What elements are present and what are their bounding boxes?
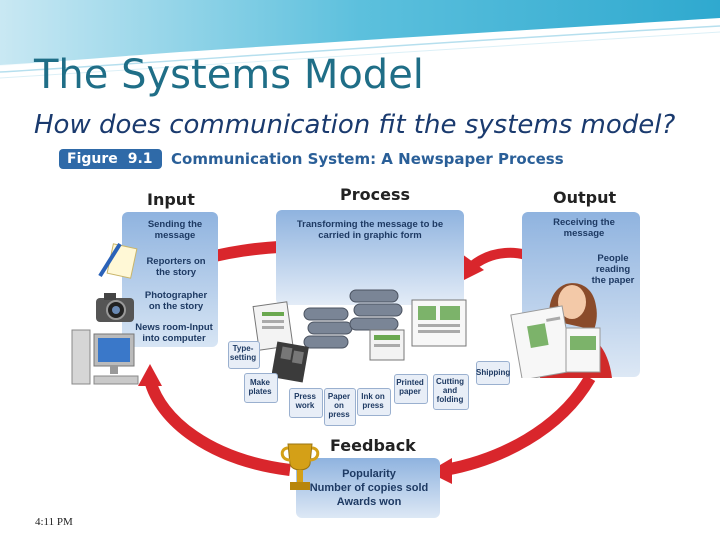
figure-title: Communication System: A Newspaper Proces… (171, 150, 564, 168)
figure-badge-word: Figure (67, 151, 118, 167)
label-box-presswork (289, 388, 323, 418)
header-decoration (0, 0, 720, 79)
feedback-item-awards: Awards won (336, 496, 402, 508)
slide-title: The Systems Model (34, 52, 424, 98)
process-panel (276, 210, 464, 305)
label-box-inkonpress (357, 388, 391, 416)
computer-icon (71, 329, 139, 385)
pen-paper-icon (98, 242, 138, 279)
figure-badge-number: 9.1 (127, 151, 153, 167)
label-box-paperonpress (324, 388, 356, 426)
arrow-head-to-input (138, 364, 162, 386)
input-item-reporters: Reporters on the story (146, 256, 206, 278)
input-panel (122, 212, 218, 347)
label-box-makeplates (244, 373, 278, 403)
input-item-sending: Sending the message (147, 219, 203, 241)
input-item-photographer: Photographer on the story (144, 290, 208, 312)
label-box-typesetting (228, 341, 260, 369)
feedback-item-copies: Number of copies sold (309, 482, 429, 494)
process-label-makeplates: Make plates (248, 378, 272, 396)
arrow-head-to-feedback (428, 458, 452, 484)
process-label-cuttingfolding: Cutting and folding (436, 377, 464, 404)
feedback-heading: Feedback (330, 436, 416, 455)
feedback-item-popularity: Popularity (342, 468, 396, 480)
process-label-typesetting: Type-setting (229, 344, 257, 362)
slide-timestamp: 4:11 PM (35, 516, 73, 528)
process-label-shipping: Shipping (476, 368, 511, 377)
process-description: Transforming the message to be carried i… (296, 219, 444, 241)
input-item-newsroom: News room-Input into computer (135, 322, 213, 344)
input-heading: Input (147, 190, 195, 209)
label-box-shipping (476, 361, 510, 385)
process-label-inkonpress: Ink on press (361, 392, 385, 410)
camera-icon (96, 293, 134, 322)
slide-subtitle: How does communication fit the systems m… (34, 110, 676, 140)
label-box-printedpaper (394, 374, 428, 404)
process-label-presswork: Press work (294, 392, 316, 410)
trophy-icon (280, 443, 320, 490)
process-label-paperonpress: Paper on press (327, 392, 351, 419)
process-label-printedpaper: Printed paper (396, 378, 424, 396)
figure-badge: Figure 9.1 (59, 149, 162, 169)
output-heading: Output (553, 188, 617, 207)
plates-icon (272, 341, 309, 383)
label-box-cuttingfolding (433, 374, 469, 410)
person-reading-icon (510, 283, 612, 378)
output-item-receiving: Receiving the message (553, 217, 615, 239)
process-heading: Process (340, 185, 410, 204)
printing-press-icon (252, 289, 467, 361)
feedback-panel (296, 458, 440, 518)
output-item-people: People reading the paper (591, 253, 635, 286)
